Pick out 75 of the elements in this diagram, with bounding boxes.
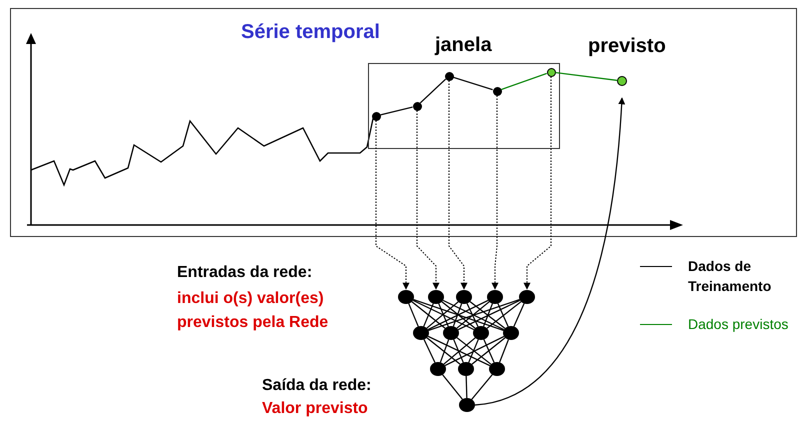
neuron (413, 326, 429, 340)
connection-line (466, 303, 478, 327)
dotted-arrow (448, 80, 468, 290)
connection-line (424, 339, 436, 363)
connection-line (483, 303, 493, 327)
neuron (398, 290, 414, 304)
input-heading: Entradas da rede: (177, 264, 312, 282)
connection-line (513, 303, 525, 327)
neuron (487, 290, 503, 304)
dotted-arrow (416, 110, 440, 290)
connection-line (443, 337, 476, 365)
connection-line (497, 303, 509, 327)
connection-line (442, 301, 476, 329)
connection-line (426, 301, 459, 329)
dotted-arrow (524, 76, 552, 290)
connection-line (428, 298, 520, 332)
data-point (444, 72, 454, 80)
connection-line (412, 300, 474, 330)
chart-frame (10, 8, 797, 237)
connection-line (442, 374, 463, 400)
legend-text: Dados previstos (688, 315, 790, 334)
neuron (473, 326, 489, 340)
connection-line (456, 337, 492, 365)
connection-line (499, 339, 509, 363)
output-note: Valor previsto (262, 400, 368, 418)
connection-line (428, 300, 488, 330)
connection-line (442, 300, 504, 330)
connection-line (470, 301, 506, 329)
neuron (503, 326, 519, 340)
dotted-arrow (376, 120, 410, 290)
connection-line (453, 339, 464, 363)
connection-line (466, 376, 468, 398)
forecast-label: previsto (588, 35, 666, 58)
connection-line (380, 106, 413, 116)
connection-line (440, 339, 450, 363)
connection-line (408, 303, 419, 327)
neuron (489, 362, 505, 376)
connection-line (428, 336, 490, 366)
neuron (443, 326, 459, 340)
legend-text: Dados de Treinamento (688, 257, 772, 296)
connection-line (423, 303, 434, 327)
data-point (372, 112, 380, 120)
connection-line (471, 374, 493, 400)
connection-line (486, 301, 522, 329)
data-point (412, 102, 422, 110)
predicted-point (546, 68, 556, 76)
data-point (492, 86, 502, 96)
neuron (458, 362, 474, 376)
connection-line (458, 300, 520, 330)
connection-line (444, 336, 504, 366)
neuron (430, 362, 446, 376)
connection-line (468, 339, 479, 363)
predicted-point (617, 76, 627, 86)
input-note: inclui o(s) valor(es) previstos pela Rede (177, 289, 330, 333)
connection-line (412, 301, 446, 329)
dotted-arrow (492, 95, 498, 290)
neuron (519, 290, 535, 304)
curved-arrow (474, 97, 626, 406)
window-heading: janela (435, 34, 492, 57)
connection-line (420, 78, 446, 104)
neuron (428, 290, 444, 304)
connection-line (426, 337, 460, 365)
connection-line (452, 303, 462, 327)
connection-line (413, 298, 504, 332)
connection-line (483, 339, 495, 363)
neuron (459, 398, 475, 412)
connection-line (555, 72, 618, 81)
neuron (456, 290, 472, 304)
connection-line (472, 337, 506, 365)
connection-line (456, 301, 490, 329)
chart-title: Série temporal (241, 21, 380, 44)
connection-line (438, 303, 449, 327)
output-heading: Saída da rede: (262, 377, 372, 395)
connection-line (501, 72, 547, 90)
connection-line (453, 76, 493, 90)
